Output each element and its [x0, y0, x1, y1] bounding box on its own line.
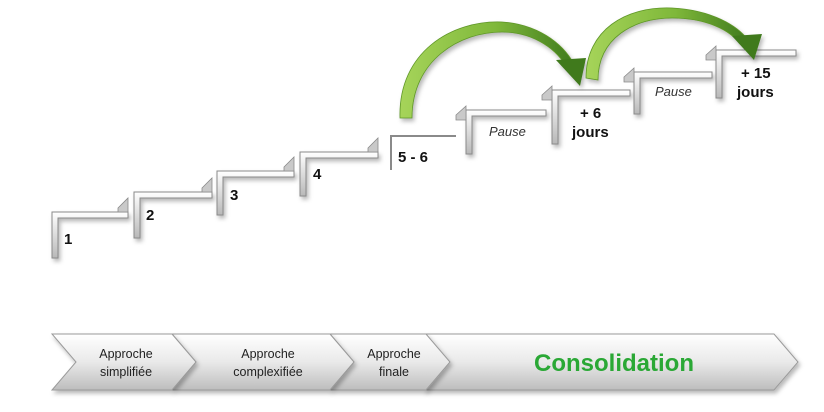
pause-label-2: Pause — [655, 84, 692, 99]
step-label-jours-15: jours — [736, 84, 774, 101]
step-label-jours-6: jours — [571, 124, 609, 141]
step-pause-2: Pause — [623, 67, 713, 115]
pause-label-1: Pause — [489, 124, 526, 139]
step-1: 1 — [51, 197, 129, 259]
step-label-2: 2 — [146, 207, 154, 224]
arrows-group — [399, 7, 762, 119]
step-label-5-6: 5 - 6 — [398, 149, 428, 166]
phase-chevron-complexifiee: Approche complexifiée — [170, 333, 355, 391]
phase-chevron-simplifiee: Approche simplifiée — [50, 333, 197, 391]
green-curved-arrow-1 — [399, 21, 586, 119]
phase-chevron-bar: Consolidation Approche finale Approche c… — [50, 333, 799, 391]
steps-group: 1 2 3 4 5 - 6 Pause — [51, 45, 797, 259]
phase-chevron-consolidation: Consolidation — [422, 333, 799, 391]
phase-label-complexifiee-1: Approche — [241, 347, 295, 361]
phase-label-simplifiee-1: Approche — [99, 347, 153, 361]
step-plus-15-jours: + 15 jours — [705, 45, 797, 101]
step-2: 2 — [133, 177, 213, 239]
phase-label-finale-1: Approche — [367, 347, 421, 361]
step-label-4: 4 — [313, 166, 322, 183]
green-curved-arrow-2 — [585, 7, 762, 81]
step-5-6: 5 - 6 — [390, 135, 456, 170]
phase-label-consolidation: Consolidation — [534, 350, 694, 377]
phase-label-finale-2: finale — [379, 365, 409, 379]
step-pause-1: Pause — [455, 105, 547, 155]
step-4: 4 — [299, 137, 379, 197]
step-label-3: 3 — [230, 187, 238, 204]
step-3: 3 — [216, 156, 295, 216]
step-plus-6-jours: + 6 jours — [541, 85, 631, 145]
phase-chevron-finale: Approche finale — [328, 333, 451, 391]
step-label-1: 1 — [64, 231, 72, 248]
phase-label-complexifiee-2: complexifiée — [233, 365, 303, 379]
step-label-plus-15: + 15 — [741, 65, 771, 82]
step-label-plus-6: + 6 — [580, 105, 601, 122]
phase-label-simplifiee-2: simplifiée — [100, 365, 152, 379]
